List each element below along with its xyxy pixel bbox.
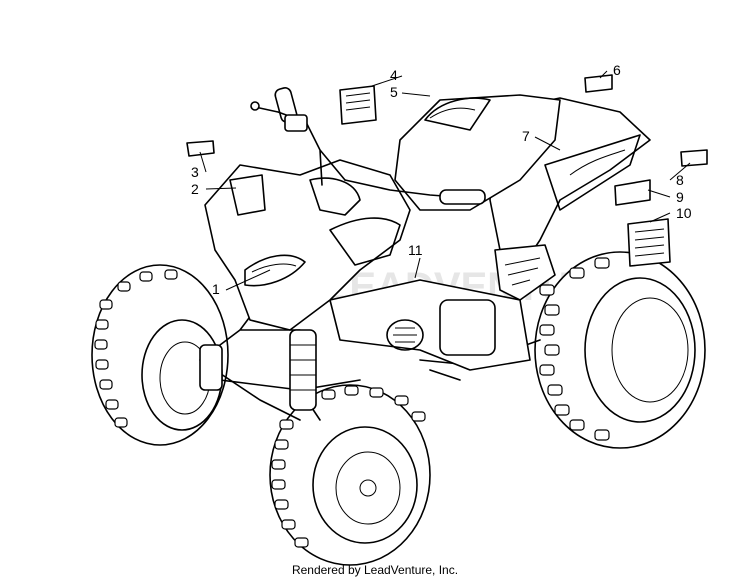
callout-7: 7 (522, 128, 530, 144)
callout-8: 8 (676, 172, 684, 188)
decal-6 (584, 74, 613, 93)
callout-6: 6 (613, 62, 621, 78)
front-left-wheel (91, 264, 229, 446)
callout-5: 5 (390, 84, 398, 100)
decal-9 (614, 179, 651, 206)
engine (329, 279, 531, 371)
callout-2: 2 (191, 181, 199, 197)
leader-lines (199, 70, 691, 291)
side-panel (494, 244, 556, 301)
decal-8 (680, 149, 708, 167)
front-right-wheel (269, 384, 431, 566)
seat (394, 94, 561, 211)
front-body (204, 159, 411, 331)
callout-3: 3 (191, 164, 199, 180)
callout-10: 10 (676, 205, 692, 221)
callout-numbers: 1 2 3 4 5 6 7 8 9 10 11 (191, 62, 692, 297)
callout-9: 9 (676, 189, 684, 205)
decal-3 (186, 140, 215, 157)
callout-4: 4 (390, 67, 398, 83)
rear-right-wheel (534, 251, 706, 449)
frame-suspension (199, 289, 541, 421)
footer-credit: Rendered by LeadVenture, Inc. (291, 563, 459, 577)
decal-10 (627, 218, 671, 267)
decal-labels (186, 74, 708, 267)
decal-4 (339, 85, 377, 125)
callout-11: 11 (408, 242, 423, 258)
handlebars (250, 87, 486, 205)
callout-1: 1 (212, 281, 220, 297)
